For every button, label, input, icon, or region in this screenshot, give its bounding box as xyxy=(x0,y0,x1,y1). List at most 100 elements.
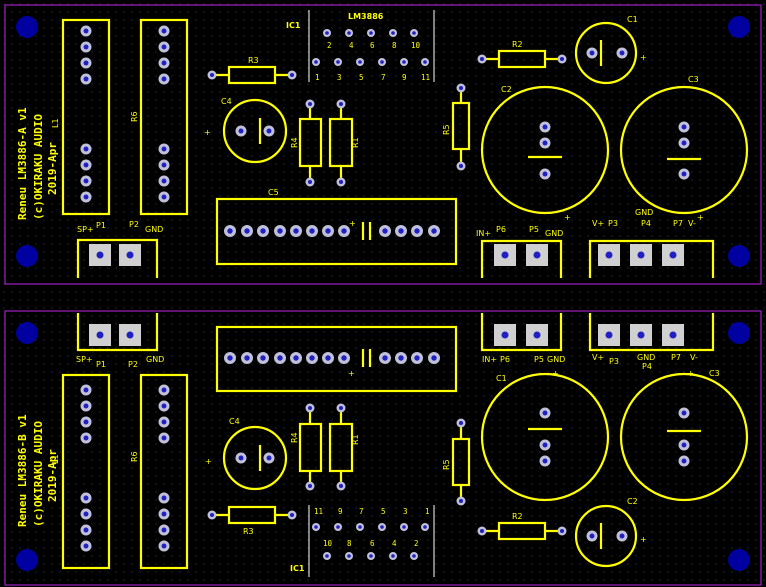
pad-hole xyxy=(681,171,687,177)
pad-hole xyxy=(307,179,313,185)
board-b-outline xyxy=(4,310,762,586)
l1-label-b: L1 xyxy=(51,454,60,464)
c1-label-b: C1 xyxy=(496,374,507,383)
pad-hole xyxy=(314,60,318,64)
c4-label-b: C4 xyxy=(229,417,240,426)
pad-hole xyxy=(542,171,548,177)
board-b: Reneu LM3886-B v1 (c)OKIRAKU AUDIO 2019-… xyxy=(4,310,762,586)
p2-label: P2 xyxy=(129,220,139,229)
pad-hole xyxy=(307,483,313,489)
pad-hole xyxy=(126,331,134,339)
pad-hole xyxy=(325,355,331,361)
svg-text:+: + xyxy=(640,53,647,62)
capacitor-c5 xyxy=(215,197,458,266)
pad-hole xyxy=(83,419,89,425)
pad-hole xyxy=(391,554,395,558)
pad-hole xyxy=(161,495,167,501)
pad-hole xyxy=(398,355,404,361)
connector-sp-outline-b xyxy=(76,313,159,352)
capacitor-c1 xyxy=(574,21,638,85)
pad-hole xyxy=(83,543,89,549)
ic-pin-bottom-2: 5 xyxy=(359,73,364,82)
pad-hole xyxy=(209,512,215,518)
l1-label: L1 xyxy=(51,118,60,128)
sp-plus-label-b: SP+ xyxy=(76,355,93,364)
pad-hole xyxy=(559,56,565,62)
v-minus-label-b: V- xyxy=(690,353,698,362)
connector-sp-outline xyxy=(76,238,159,278)
svg-text:+: + xyxy=(204,128,211,137)
pad-hole xyxy=(260,355,266,361)
pad-hole xyxy=(402,525,406,529)
ic-pin-b-top-3: 5 xyxy=(381,507,386,516)
pad-hole xyxy=(669,251,677,259)
pad-hole xyxy=(479,56,485,62)
ic-pin-top-0: 2 xyxy=(327,41,332,50)
pad-hole xyxy=(347,31,351,35)
pad-hole xyxy=(338,101,344,107)
ic-pin-b-top-5: 1 xyxy=(425,507,430,516)
pad-hole xyxy=(83,76,89,82)
pad-hole xyxy=(542,442,548,448)
pad-hole xyxy=(244,228,250,234)
svg-text:+: + xyxy=(687,369,694,378)
pad-hole xyxy=(83,162,89,168)
pad-hole xyxy=(161,511,167,517)
pad-hole xyxy=(260,228,266,234)
pad-hole xyxy=(391,31,395,35)
pad-hole xyxy=(369,31,373,35)
pads-b xyxy=(80,324,690,560)
p3-label: P3 xyxy=(608,219,618,228)
pad-hole xyxy=(533,251,541,259)
p7-label-b: P7 xyxy=(671,353,681,362)
gnd-in-label-b: GND xyxy=(547,355,565,364)
resistor-r3 xyxy=(227,65,277,85)
r2-label: R2 xyxy=(512,40,523,49)
capacitor-c4 xyxy=(222,98,288,164)
in-plus-label-b: IN+ xyxy=(482,355,497,364)
p3-label-b: P3 xyxy=(609,357,619,366)
pad-hole xyxy=(161,76,167,82)
p2-label-b: P2 xyxy=(128,360,138,369)
p7-label: P7 xyxy=(673,219,683,228)
ic-pin-bottom-0: 1 xyxy=(315,73,320,82)
pad-hole xyxy=(325,228,331,234)
pad-hole xyxy=(96,331,104,339)
board-a-outline xyxy=(4,4,762,285)
pads-a xyxy=(80,25,690,266)
pad-hole xyxy=(589,50,595,56)
pad-hole xyxy=(619,50,625,56)
pad-hole xyxy=(542,410,548,416)
v-plus-label: V+ xyxy=(592,219,604,228)
pad-hole xyxy=(501,331,509,339)
pad-hole xyxy=(619,533,625,539)
ic-pin-b-bottom-0: 10 xyxy=(323,539,333,548)
p5-label-b: P5 xyxy=(534,355,544,364)
p6-label: P6 xyxy=(496,225,506,234)
r3-label: R3 xyxy=(248,56,259,65)
r3-label-b: R3 xyxy=(243,527,254,536)
capacitor-c3 xyxy=(619,85,749,215)
sp-plus-label: SP+ xyxy=(77,225,94,234)
capacitor-c1-b xyxy=(480,372,610,502)
pad-hole xyxy=(83,178,89,184)
pad-hole xyxy=(380,60,384,64)
r6-label: R6 xyxy=(130,111,139,122)
pad-hole xyxy=(161,387,167,393)
svg-text:+: + xyxy=(697,213,704,222)
pad-hole xyxy=(358,60,362,64)
pad-hole xyxy=(238,128,244,134)
pad-hole xyxy=(83,194,89,200)
pad-hole xyxy=(161,162,167,168)
p5-label: P5 xyxy=(529,225,539,234)
r6-label-b: R6 xyxy=(130,451,139,462)
svg-text:+: + xyxy=(640,535,647,544)
gnd-in-label: GND xyxy=(545,229,563,238)
connector-pwr-outline xyxy=(588,239,715,278)
pad-hole xyxy=(423,525,427,529)
pad-hole xyxy=(289,72,295,78)
pad-hole xyxy=(412,554,416,558)
pad-hole xyxy=(161,194,167,200)
pad-hole xyxy=(412,31,416,35)
